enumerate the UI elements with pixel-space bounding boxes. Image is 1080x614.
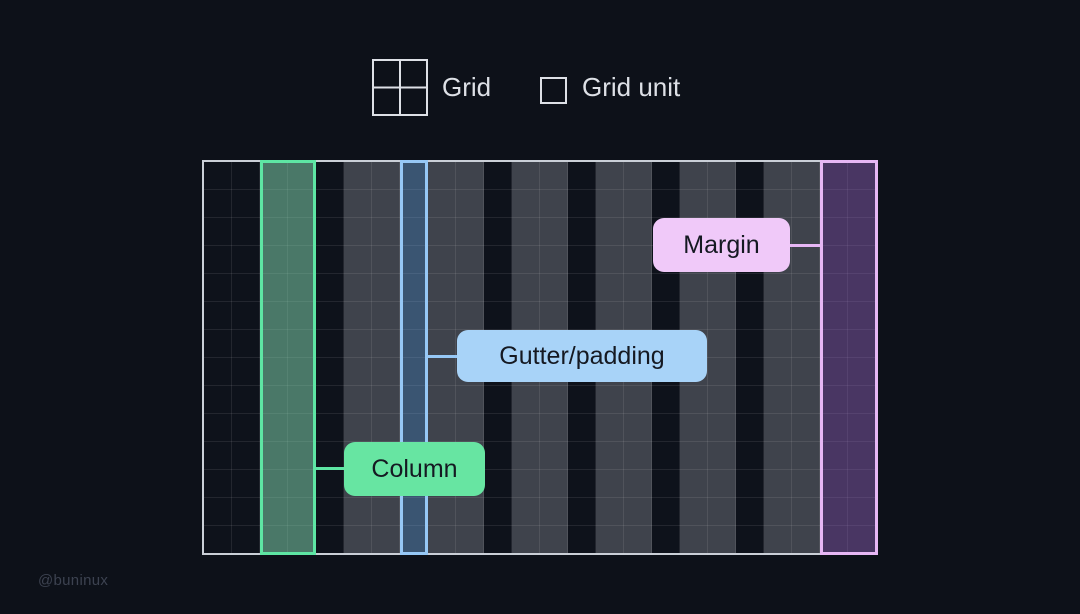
grid-icon	[372, 59, 428, 116]
gutter-connector-line	[426, 355, 459, 358]
grid-unit-icon	[540, 77, 567, 104]
gutter-callout: Gutter/padding	[457, 330, 707, 382]
gutter-callout-label: Gutter/padding	[499, 341, 665, 370]
column-stripe	[260, 162, 316, 553]
column-callout: Column	[344, 442, 485, 496]
margin-callout: Margin	[653, 218, 790, 272]
column-callout-label: Column	[371, 454, 458, 483]
legend-grid-unit-label: Grid unit	[582, 72, 681, 102]
legend-grid-label: Grid	[442, 72, 492, 102]
column-connector-line	[314, 467, 346, 470]
margin-highlight	[820, 160, 878, 555]
column-highlight	[260, 160, 316, 555]
watermark: @buninux	[38, 572, 109, 589]
margin-callout-label: Margin	[683, 230, 760, 259]
margin-connector-line	[788, 244, 822, 247]
